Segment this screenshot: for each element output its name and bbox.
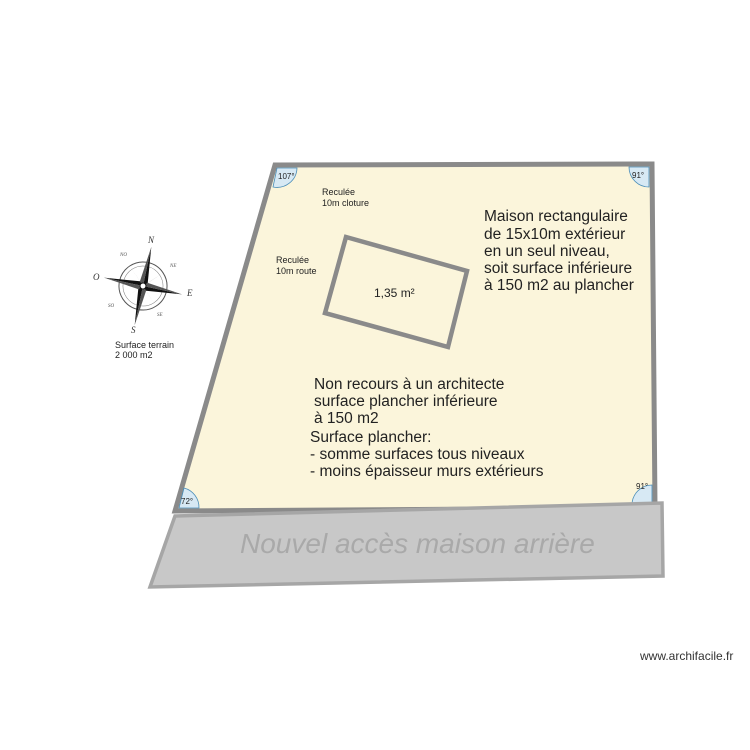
svg-text:72°: 72°: [181, 497, 193, 506]
angle-marker-top-right: 91°: [628, 166, 650, 188]
road-access-strip[interactable]: [147, 501, 665, 589]
house-description: Maison rectangulaire de 15x10m extérieur…: [484, 208, 637, 294]
compass-sw-label: SO: [108, 304, 115, 309]
watermark-link[interactable]: www.archifacile.fr: [639, 649, 733, 663]
compass-se-label: SE: [157, 313, 163, 318]
compass-ne-label: NE: [169, 264, 176, 269]
road-access-label: Nouvel accès maison arrière: [240, 528, 595, 559]
svg-text:91°: 91°: [636, 482, 648, 491]
angle-marker-bottom-left: 72°: [178, 487, 200, 509]
architect-note: Non recours à un architecte surface plan…: [314, 376, 509, 427]
compass-south-label: S: [131, 325, 136, 335]
setback-road-label: Reculée 10m route: [276, 255, 317, 276]
compass-north-label: N: [147, 235, 155, 245]
compass-east-label: E: [186, 288, 193, 298]
angle-marker-top-left: 107°: [272, 167, 298, 188]
setback-fence-label: Reculée 10m cloture: [322, 187, 369, 208]
house-outline[interactable]: [322, 234, 470, 350]
compass-nw-label: NO: [119, 253, 127, 258]
svg-text:91°: 91°: [632, 171, 644, 180]
floor-area-note: Surface plancher: - somme surfaces tous …: [310, 429, 544, 480]
compass-west-label: O: [93, 272, 100, 282]
svg-text:107°: 107°: [278, 172, 295, 181]
compass-rose: [103, 246, 183, 326]
land-area-label: Surface terrain 2 000 m2: [115, 340, 177, 360]
house-area-label: 1,35 m²: [374, 286, 415, 300]
